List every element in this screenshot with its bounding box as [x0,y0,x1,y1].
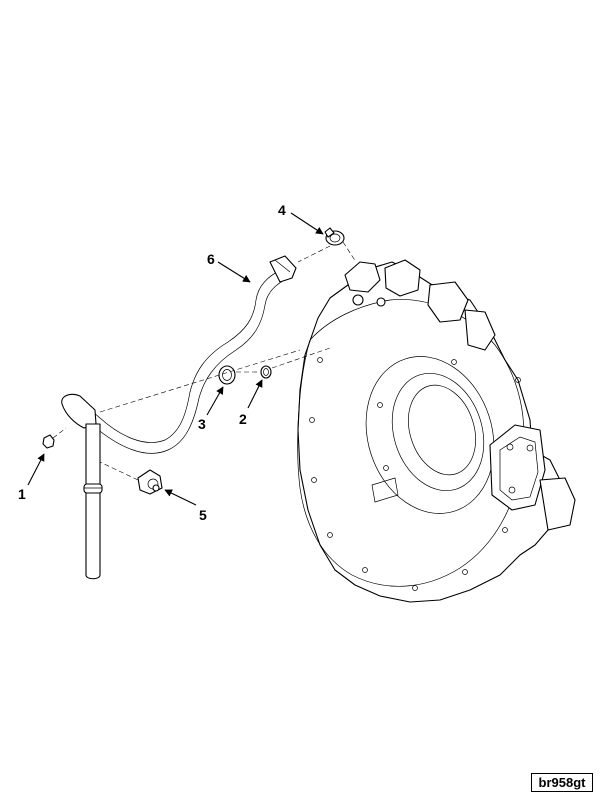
part-4-clamp [297,227,357,263]
assembly-centerlines [99,349,301,413]
callout-4: 4 [278,202,286,218]
leader-2 [247,379,263,409]
part-2-seal [260,347,331,379]
callout-6: 6 [207,251,215,267]
callout-5: 5 [199,507,207,523]
figure-id-label: br958gt [531,773,593,792]
breather-tube [61,255,297,580]
leader-arrows [27,212,324,506]
part-3-grommet [218,365,236,385]
part-5-clip [99,461,163,495]
leader-6 [217,261,251,283]
flywheel-housing [297,259,576,603]
callout-1: 1 [18,486,26,502]
leader-5 [164,489,197,506]
part-1-nut [42,427,67,449]
callout-2: 2 [239,411,247,427]
leader-4 [290,212,324,235]
leader-3 [206,386,224,416]
callout-3: 3 [198,416,206,432]
leader-1 [27,453,45,486]
